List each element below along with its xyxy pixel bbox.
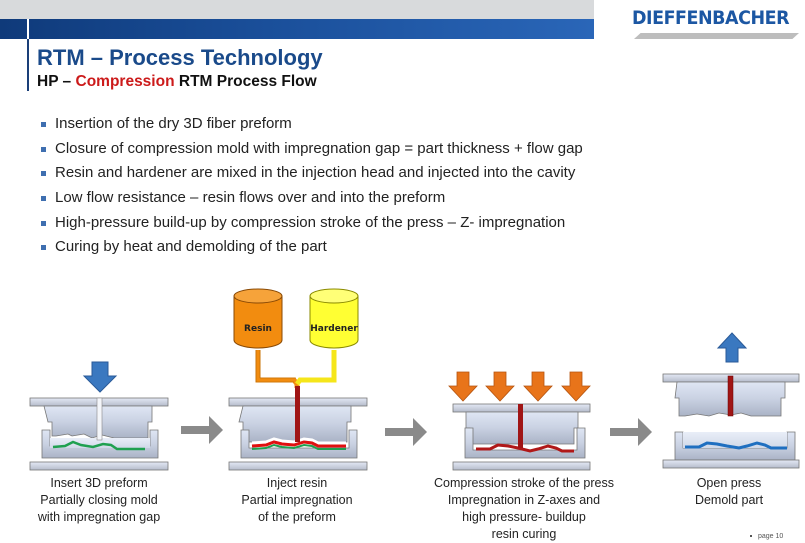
bullet-item: Resin and hardener are mixed in the inje… (40, 163, 583, 188)
logo-swoosh (634, 33, 799, 39)
caption-line: Impregnation in Z-axes and (447, 493, 601, 507)
press-arrow-icon (448, 371, 478, 402)
resin-tank-label: Resin (244, 324, 272, 334)
press-arrow-icon (561, 371, 591, 402)
header-accent-line-white (27, 19, 29, 39)
bullet-square-icon (41, 171, 46, 177)
step-4-graphic (662, 332, 800, 469)
subtitle-prefix: HP – (37, 73, 76, 90)
bullet-item: Closure of compression mold with impregn… (40, 139, 583, 164)
bullet-text: High-pressure build-up by compression st… (55, 213, 566, 231)
hardener-tank-label: Hardener (310, 324, 358, 334)
step-2-graphic: Resin Hardener (228, 288, 368, 471)
hardener-tank-icon: Hardener (309, 288, 359, 349)
bullet-text: Curing by heat and demolding of the part (55, 238, 327, 256)
bullet-item: Insertion of the dry 3D fiber preform (40, 114, 583, 139)
caption-line: Compression stroke of the press (434, 476, 614, 490)
flow-arrow-icon (385, 418, 427, 446)
bullet-square-icon (41, 196, 46, 202)
injection-channel (295, 386, 300, 442)
resin-pipe-outline (255, 350, 296, 383)
bullet-square-icon (41, 245, 46, 251)
bullet-text: Low flow resistance – resin flows over a… (55, 189, 446, 207)
bottom-platen (452, 461, 591, 471)
header-band-blue (0, 19, 594, 39)
caption-line: of the preform (258, 510, 336, 524)
down-arrow-icon (82, 361, 118, 393)
bullet-item: Low flow resistance – resin flows over a… (40, 188, 583, 213)
lower-mold (41, 429, 159, 459)
up-arrow-icon (716, 332, 748, 363)
bullet-list: Insertion of the dry 3D fiber preform Cl… (40, 114, 583, 262)
header-accent-line (27, 19, 29, 91)
part-icon (685, 441, 787, 450)
caption-line: Demold part (694, 493, 764, 507)
bullet-text: Closure of compression mold with impregn… (55, 139, 583, 157)
dieffenbacher-logo: DIEFFENBACHER (632, 7, 804, 41)
subtitle-suffix: RTM Process Flow (174, 73, 317, 90)
flow-arrow-icon (610, 418, 652, 446)
resin-pipe (255, 350, 300, 388)
bullet-square-icon (41, 220, 46, 226)
bullet-square-icon (41, 146, 46, 152)
resin-layer (251, 437, 346, 445)
preform-icon (251, 443, 346, 450)
step-3-caption: Compression stroke of the press Impregna… (434, 475, 614, 543)
resin-tank-icon: Resin (233, 288, 283, 349)
press-arrow-icon (485, 371, 515, 402)
step-1-graphic (29, 361, 169, 471)
caption-line: with impregnation gap (37, 510, 161, 524)
preform-icon (52, 440, 145, 451)
page-subtitle: HP – Compression RTM Process Flow (37, 73, 317, 91)
lower-mold (464, 427, 586, 459)
resin-layer (251, 440, 346, 448)
step-1-caption: Insert 3D preform Partially closing mold… (38, 475, 160, 526)
process-flow-diagram: Resin Hardener (29, 288, 800, 471)
step-4-caption: Open press Demold part (695, 475, 763, 509)
lower-mold (240, 429, 358, 459)
press-arrow-icon (523, 371, 553, 402)
injection-channel (96, 397, 103, 441)
injection-channel (518, 404, 523, 448)
caption-line: Inject resin (266, 476, 328, 490)
page-number: page 10 (750, 533, 783, 540)
page-number-text: page 10 (758, 533, 784, 540)
bullet-item: Curing by heat and demolding of the part (40, 237, 583, 262)
caption-line: Insert 3D preform (50, 476, 148, 490)
cured-resin-layer (476, 443, 574, 453)
caption-line: high pressure- buildup (462, 510, 586, 524)
step-2-caption: Inject resin Partial impregnation of the… (241, 475, 352, 526)
caption-line: Open press (696, 476, 762, 490)
flow-arrow-icon (181, 416, 223, 444)
bullet-text: Resin and hardener are mixed in the inje… (55, 164, 576, 182)
page-bullet-icon (750, 535, 752, 538)
bottom-platen (29, 461, 169, 471)
caption-line: Partially closing mold (40, 493, 158, 507)
bottom-platen (228, 461, 368, 471)
subtitle-highlight: Compression (75, 73, 175, 90)
bullet-square-icon (41, 122, 46, 127)
bullet-text: Insertion of the dry 3D fiber preform (55, 115, 292, 132)
bottom-platen (662, 459, 800, 469)
header-band-gray (0, 0, 594, 19)
page-title: RTM – Process Technology (37, 45, 323, 70)
injection-channel (727, 375, 734, 417)
caption-line: resin curing (491, 527, 557, 541)
lower-cavity (50, 438, 150, 448)
hardener-pipe (295, 350, 337, 386)
caption-line: Partial impregnation (241, 493, 353, 507)
bullet-item: High-pressure build-up by compression st… (40, 213, 583, 238)
step-3-graphic (448, 371, 591, 471)
logo-text: DIEFFENBACHER (632, 7, 790, 29)
